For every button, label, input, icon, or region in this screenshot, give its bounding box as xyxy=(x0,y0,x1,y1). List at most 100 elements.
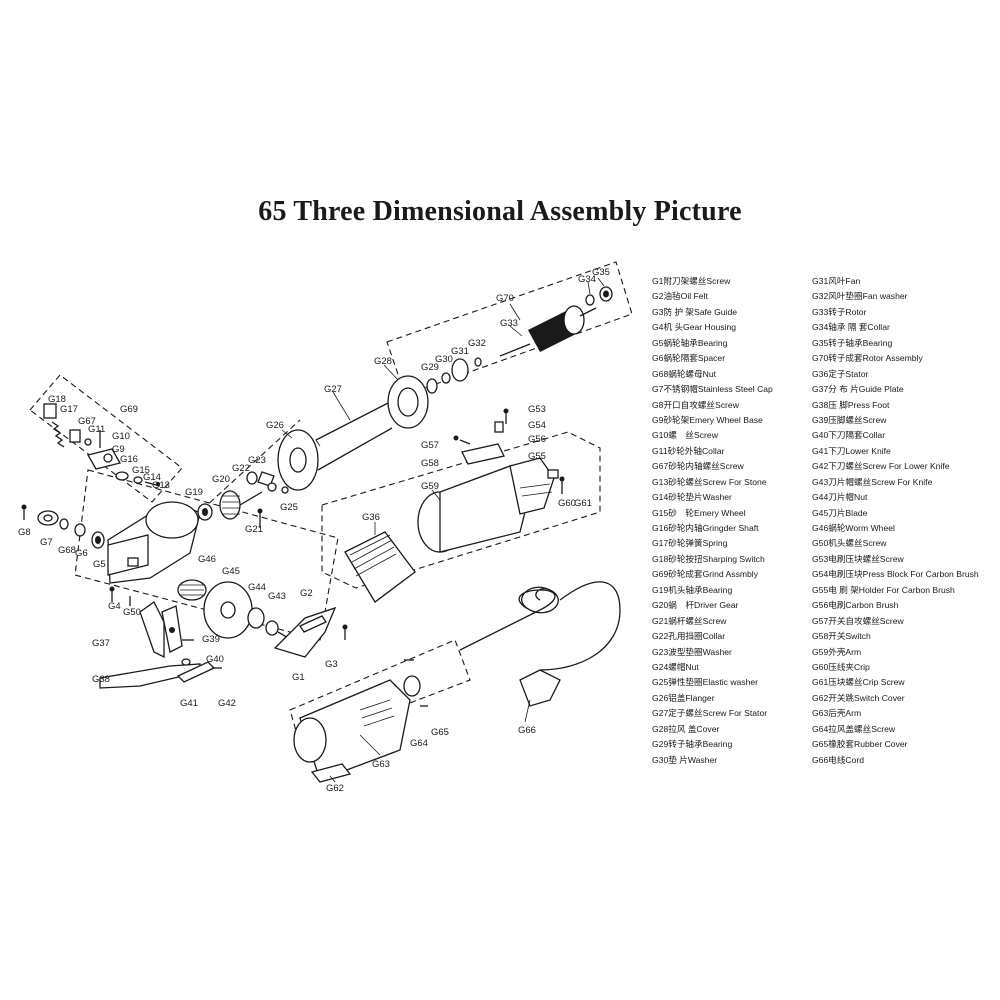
motor-housing-parts xyxy=(344,408,565,603)
callout-label: G6 xyxy=(75,548,88,559)
legend-item: G3防 护 架Safe Guide xyxy=(652,306,738,317)
callout-label: G39 xyxy=(202,634,220,645)
callout-label: G21 xyxy=(245,524,263,535)
legend-item: G32风叶垫圈Fan washer xyxy=(812,291,908,302)
callout-labels: G1 G2 G3 G4 G5 G6 G7 G8 G9 G10 G11 G13 G… xyxy=(18,267,610,794)
rotor-axis-line xyxy=(179,419,301,531)
legend-item: G70转子成套Rotor Assembly xyxy=(812,353,923,364)
legend-item: G28拉风 盖Cover xyxy=(652,723,720,734)
legend-item: G36定子Stator xyxy=(812,368,869,379)
legend-item: G50机头螺丝Screw xyxy=(812,538,887,549)
legend-item: G31风叶Fan xyxy=(812,276,861,286)
flanger-parts xyxy=(277,401,393,491)
callout-label: G63 xyxy=(372,759,390,770)
callout-label: G70 xyxy=(496,293,514,304)
legend-item: G30垫 片Washer xyxy=(652,754,718,765)
legend-item: G11砂轮外轴Collar xyxy=(652,445,725,456)
legend-item: G27定子螺丝Screw For Stator xyxy=(652,708,768,719)
callout-label: G18 xyxy=(48,394,66,405)
legend-item: G38压 脚Press Foot xyxy=(812,399,890,410)
callout-label: G31 xyxy=(451,346,469,357)
callout-label: G15 xyxy=(132,465,150,476)
callout-label: G38 xyxy=(92,674,110,685)
callout-label: G56 xyxy=(528,434,546,445)
legend-item: G23波型垫圈Washer xyxy=(652,646,732,657)
legend-item: G65橡胶套Rubber Cover xyxy=(812,739,908,750)
callout-label: G50 xyxy=(123,607,141,618)
callout-label: G54 xyxy=(528,420,546,431)
parts-legend-left: G1附刀架螺丝Screw G2油毡Oil Felt G3防 护 架Safe Gu… xyxy=(652,274,773,768)
legend-item: G22孔用挡圈Collar xyxy=(652,631,726,642)
callout-label: G3 xyxy=(325,659,338,670)
legend-item: G61压块螺丝Crip Screw xyxy=(812,677,905,688)
legend-item: G21蜗杆螺丝Screw xyxy=(652,615,727,626)
rotor-assembly-box xyxy=(386,261,633,396)
legend-item: G44刀片帽Nut xyxy=(812,492,868,503)
group-boxes xyxy=(29,261,633,746)
rear-housing-box xyxy=(289,639,471,746)
legend-item: G35转子轴承Bearing xyxy=(812,337,893,348)
callout-label: G20 xyxy=(212,474,230,485)
legend-item: G33转子Rotor xyxy=(812,306,867,317)
legend-item: G43刀片帽螺丝Screw For Knife xyxy=(812,476,933,487)
legend-item: G16砂轮内轴Gringder Shaft xyxy=(652,523,759,533)
callout-label: G45 xyxy=(222,566,240,577)
callout-label: G25 xyxy=(280,502,298,513)
legend-item: G20蜗 杆Driver Gear xyxy=(652,600,739,611)
callout-label: G57 xyxy=(421,440,439,451)
callout-label: G59 xyxy=(421,481,439,492)
callout-label: G28 xyxy=(374,356,392,367)
callout-label: G62 xyxy=(326,783,344,794)
legend-item: G34轴承 隔 套Collar xyxy=(812,322,890,333)
callout-label: G46 xyxy=(198,554,216,565)
legend-item: G68蜗轮螺母Nut xyxy=(652,368,716,379)
knife-parts xyxy=(99,601,222,689)
callout-label: G65 xyxy=(431,727,449,738)
callout-label: G9 xyxy=(112,444,125,455)
legend-item: G24螺帽Nut xyxy=(652,661,699,672)
legend-item: G56电刷Carbon Brush xyxy=(812,600,899,611)
cord-parts xyxy=(459,581,621,707)
callout-label: G60 xyxy=(558,498,576,509)
callout-label: G44 xyxy=(248,582,266,593)
leader-lines xyxy=(281,277,605,783)
legend-item: G45刀片Blade xyxy=(812,507,868,518)
callout-label: G17 xyxy=(60,404,78,415)
callout-label: G37 xyxy=(92,638,110,649)
callout-label: G10 xyxy=(112,431,130,442)
callout-label: G26 xyxy=(266,420,284,431)
legend-item: G53电刷压块螺丝Screw xyxy=(812,553,904,564)
legend-item: G10螺 丝Screw xyxy=(652,430,718,441)
legend-item: G14砂轮垫片Washer xyxy=(652,492,732,503)
callout-label: G42 xyxy=(218,698,236,709)
legend-item: G54电刷压块Press Block For Carbon Brush xyxy=(812,569,979,580)
legend-item: G59外壳Arm xyxy=(812,646,862,657)
callout-label: G36 xyxy=(362,512,380,523)
legend-item: G9砂轮架Emery Wheel Base xyxy=(652,414,763,425)
legend-item: G41下刀Lower Knife xyxy=(812,445,891,456)
legend-item: G15砂 轮Emery Wheel xyxy=(652,507,746,518)
legend-item: G62开关跳Switch Cover xyxy=(812,692,905,703)
legend-item: G37分 布 片Guide Plate xyxy=(812,384,904,395)
callout-label: G29 xyxy=(421,362,439,373)
callout-label: G61 xyxy=(574,498,592,509)
legend-item: G5蜗轮轴承Bearing xyxy=(652,337,728,348)
callout-label: G27 xyxy=(324,384,342,395)
callout-label: G53 xyxy=(528,404,546,415)
legend-item: G26铝盖Flanger xyxy=(652,692,715,703)
callout-label: G64 xyxy=(410,738,428,749)
legend-item: G63后壳Arm xyxy=(812,708,862,719)
legend-item: G60压线夹Crip xyxy=(812,661,870,672)
legend-item: G40下刀隔套Collar xyxy=(812,430,886,441)
callout-label: G4 xyxy=(108,601,121,612)
legend-item: G46蜗轮Worm Wheel xyxy=(812,523,895,533)
gearhead-parts xyxy=(21,471,293,641)
callout-label: G32 xyxy=(468,338,486,349)
legend-item: G4机 头Gear Housing xyxy=(652,322,737,333)
legend-item: G18砂轮按扭Sharping Switch xyxy=(652,553,765,564)
legend-item: G64拉风盖螺丝Screw xyxy=(812,723,896,734)
legend-item: G67砂轮内轴螺丝Screw xyxy=(652,461,744,472)
legend-item: G19机头轴承Bearing xyxy=(652,584,733,595)
legend-item: G25弹性垫圈Elastic washer xyxy=(652,677,759,688)
callout-label: G55 xyxy=(528,451,546,462)
